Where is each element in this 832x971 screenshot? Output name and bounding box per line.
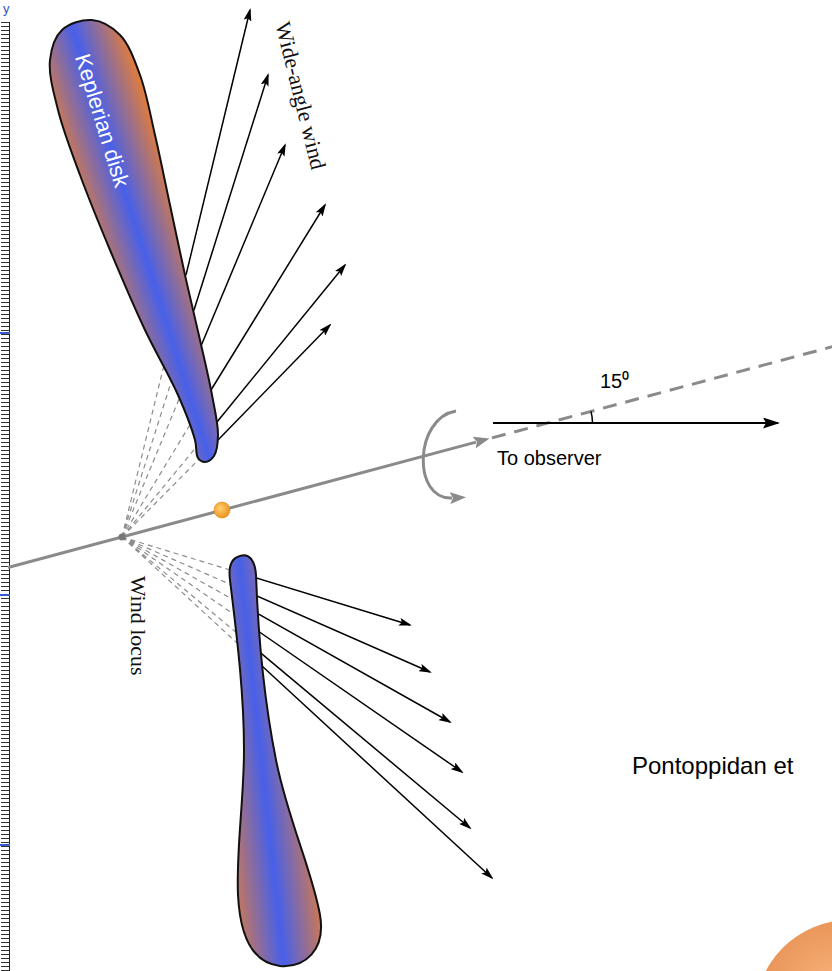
wind-label: Wide-angle wind — [270, 19, 331, 172]
wind-arrows — [186, 10, 492, 878]
disk-lobe-shape — [50, 20, 218, 462]
wind-arrow — [218, 325, 330, 440]
wind-arrow — [217, 265, 345, 422]
angle-label: 15⁰ — [598, 370, 631, 393]
disk-image-crop — [755, 920, 832, 971]
star — [214, 502, 230, 518]
rotation-axis-extension — [492, 347, 832, 438]
frame-line — [9, 22, 10, 971]
disk-lobe: Keplerian disk — [40, 12, 230, 474]
lobe-outline — [40, 12, 230, 474]
disk-lobe — [229, 555, 321, 966]
wind-arrow — [211, 205, 325, 390]
wind-arrow — [256, 613, 450, 722]
angle-arc — [591, 411, 593, 423]
rotation-arrow — [423, 411, 456, 498]
wind-arrow — [201, 145, 285, 346]
locus-label: Wind locus — [125, 575, 150, 675]
rotation-axis — [8, 442, 476, 567]
credit-label: Pontoppidan et — [632, 752, 793, 780]
frame-ticks — [1, 22, 9, 971]
observer-label: To observer — [497, 447, 602, 470]
wind-locus-dot — [119, 534, 126, 541]
observer-arrow — [493, 422, 778, 424]
wind-arrow — [252, 577, 410, 625]
frame-marks — [0, 333, 10, 845]
wind-arrow — [260, 652, 470, 828]
axis-letter: y — [3, 2, 10, 17]
wind-arrow — [258, 631, 462, 772]
